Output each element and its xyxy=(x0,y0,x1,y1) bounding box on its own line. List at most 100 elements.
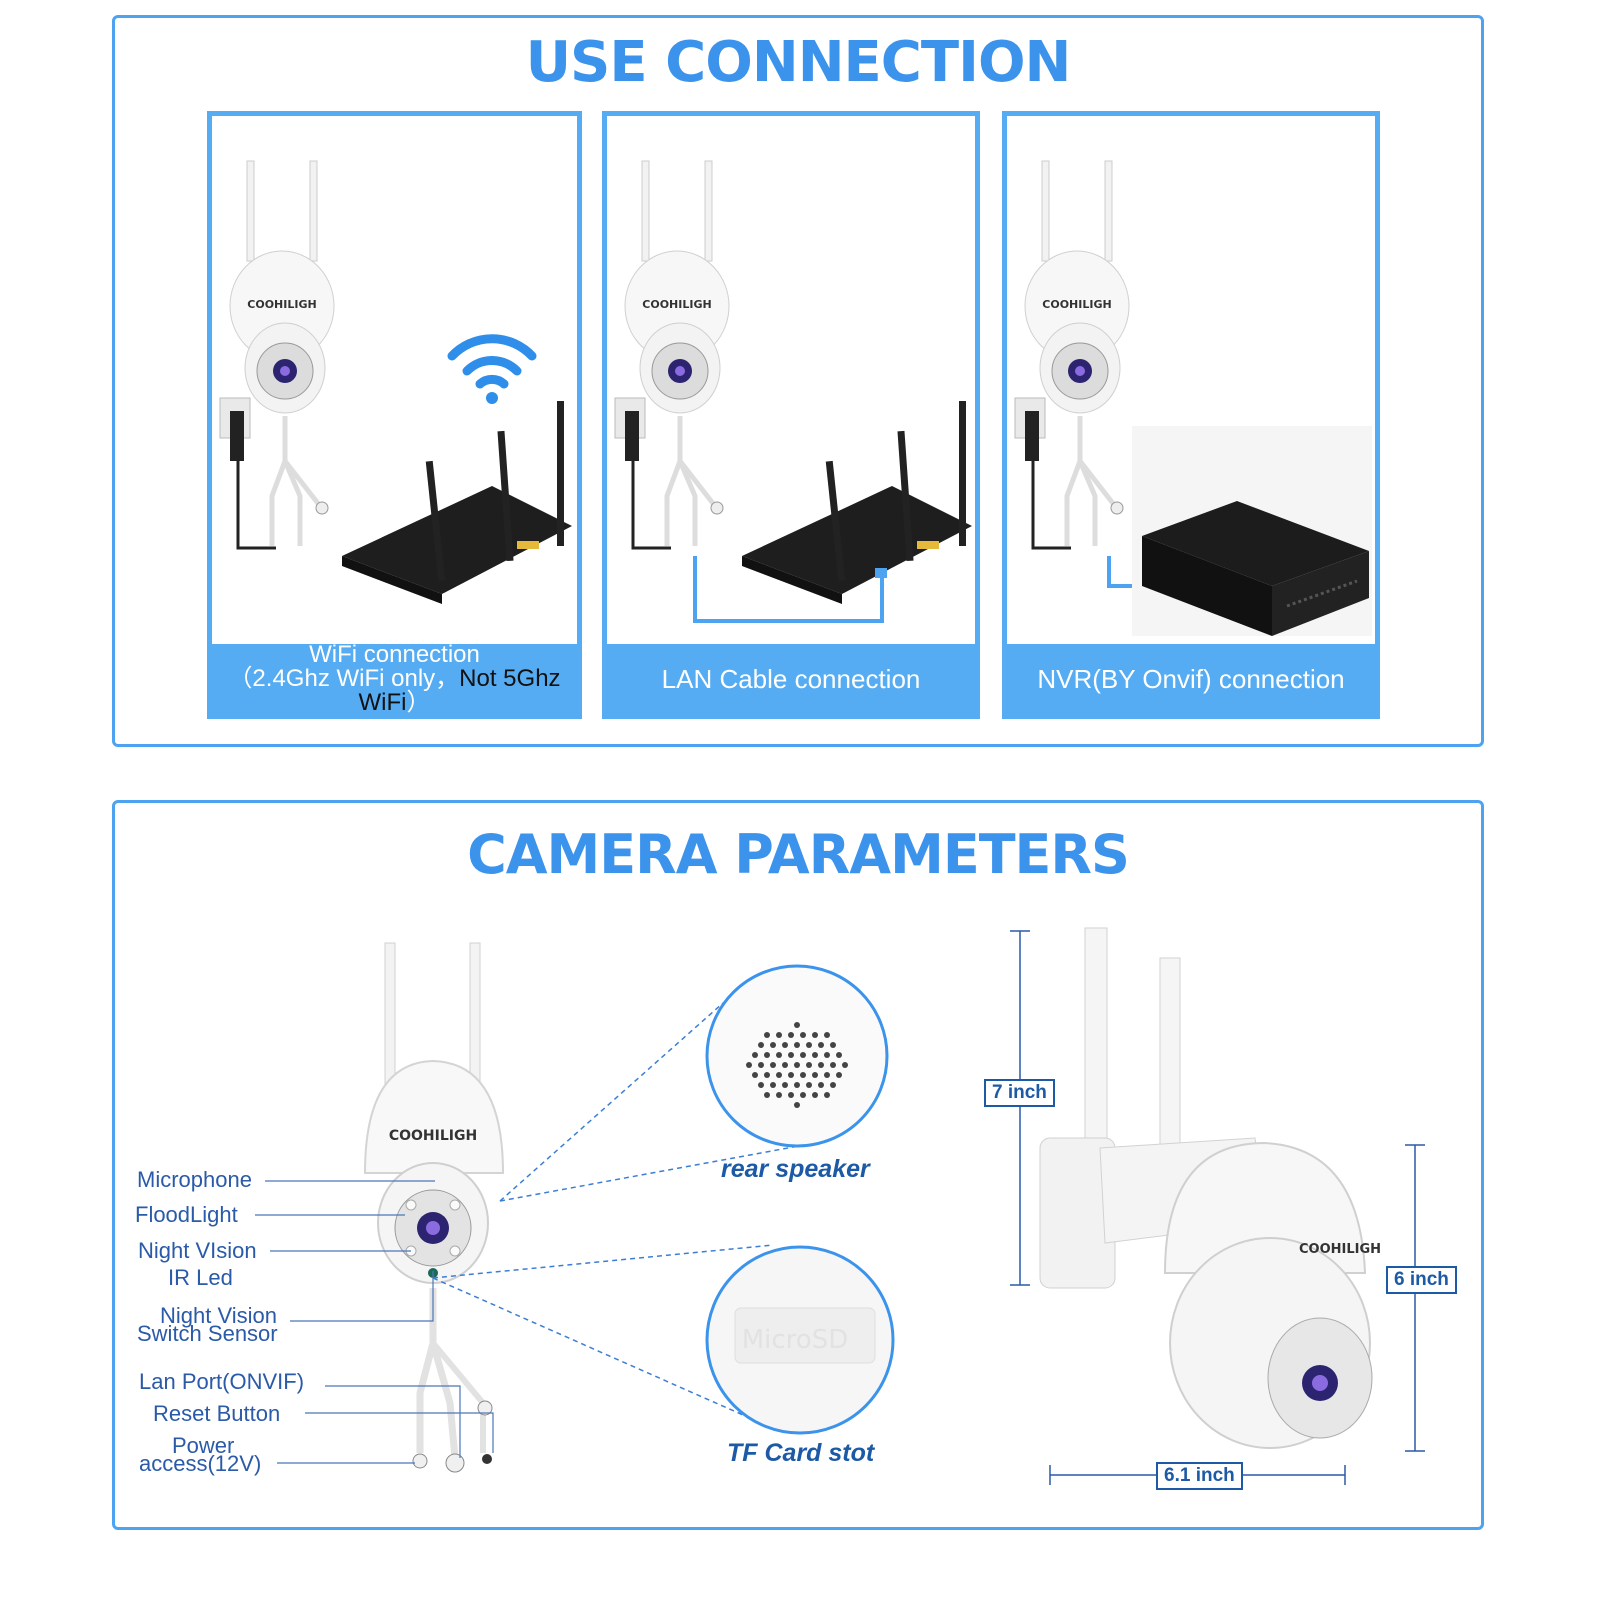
nvr-caption: NVR(BY Onvif) connection xyxy=(1007,644,1375,714)
use-connection-title: USE CONNECTION xyxy=(525,30,1072,95)
svg-text:MicroSD: MicroSD xyxy=(742,1325,849,1355)
wifi-caption-light: （2.4Ghz WiFi only， xyxy=(228,665,460,692)
speaker-hole xyxy=(794,1062,800,1068)
speaker-hole xyxy=(806,1042,812,1048)
rear-speaker-icon xyxy=(705,964,889,1148)
wifi-caption-line1: WiFi connection xyxy=(309,641,480,668)
speaker-hole xyxy=(824,1092,830,1098)
speaker-hole xyxy=(788,1092,794,1098)
speaker-hole xyxy=(764,1032,770,1038)
speaker-hole xyxy=(752,1072,758,1078)
camera-parameters-title: CAMERA PARAMETERS xyxy=(467,823,1130,886)
lan-scene: COOHILIGH xyxy=(614,160,972,623)
speaker-hole xyxy=(764,1052,770,1058)
camera-main-icon: COOHILIGH xyxy=(363,1059,505,1284)
nvr-connection-card: COOHILIGH NVR(BY Onvif) connection xyxy=(1002,111,1380,719)
speaker-hole xyxy=(764,1092,770,1098)
speaker-hole xyxy=(812,1052,818,1058)
label-microphone: Microphone xyxy=(137,1167,252,1192)
speaker-hole xyxy=(806,1062,812,1068)
camera-side-icon: COOHILIGH xyxy=(1039,927,1381,1449)
speaker-hole xyxy=(758,1082,764,1088)
speaker-hole xyxy=(764,1072,770,1078)
speaker-hole xyxy=(836,1072,842,1078)
speaker-hole xyxy=(770,1062,776,1068)
speaker-hole xyxy=(782,1062,788,1068)
speaker-hole xyxy=(794,1082,800,1088)
wifi-caption-dark: Not 5Ghz WiFi xyxy=(358,665,561,716)
lan-connection-card: COOHILIGH LAN Cable connection xyxy=(602,111,980,719)
lan-caption-text: LAN Cable connection xyxy=(661,664,921,694)
nvr-scene: COOHILIGH xyxy=(1014,160,1372,636)
speaker-hole xyxy=(812,1072,818,1078)
speaker-hole xyxy=(830,1042,836,1048)
wifi-caption-end: ） xyxy=(406,689,431,716)
nvr-box-icon xyxy=(1132,426,1372,636)
speaker-hole xyxy=(758,1042,764,1048)
speaker-hole xyxy=(776,1032,782,1038)
wifi-connection-card: COOHILIGH xyxy=(207,111,582,719)
speaker-hole xyxy=(824,1052,830,1058)
speaker-hole xyxy=(800,1072,806,1078)
speaker-hole xyxy=(806,1082,812,1088)
speaker-hole xyxy=(788,1052,794,1058)
speaker-hole xyxy=(794,1022,800,1028)
speaker-hole xyxy=(782,1082,788,1088)
tf-card-icon: MicroSD xyxy=(705,1245,895,1435)
speaker-hole xyxy=(770,1042,776,1048)
wifi-caption: WiFi connection （2.4Ghz WiFi only，Not 5G… xyxy=(212,641,577,715)
tf-card-label: TF Card stot xyxy=(727,1439,875,1467)
label-switch-sensor-2: Switch Sensor xyxy=(137,1321,278,1346)
speaker-hole xyxy=(776,1052,782,1058)
svg-text:COOHILIGH: COOHILIGH xyxy=(1299,1242,1381,1257)
router-icon xyxy=(742,401,972,604)
wifi-scene: COOHILIGH xyxy=(219,160,572,604)
use-connection-panel: USE CONNECTION COOHILIGH xyxy=(112,15,1484,747)
svg-text:COOHILIGH: COOHILIGH xyxy=(389,1128,477,1144)
svg-text:COOHILIGH: COOHILIGH xyxy=(642,298,711,311)
camera-icon: COOHILIGH xyxy=(229,160,335,414)
speaker-hole xyxy=(746,1062,752,1068)
speaker-hole xyxy=(758,1062,764,1068)
speaker-hole xyxy=(818,1042,824,1048)
dimension-height-label: 7 inch xyxy=(984,1079,1055,1107)
speaker-hole xyxy=(824,1032,830,1038)
camera-diagram: COOHILIGH xyxy=(255,927,1425,1485)
speaker-hole xyxy=(800,1092,806,1098)
speaker-hole xyxy=(818,1082,824,1088)
speaker-hole xyxy=(842,1062,848,1068)
camera-icon: COOHILIGH xyxy=(624,160,730,414)
label-night-vision-ir-1: Night VIsion xyxy=(138,1238,257,1263)
speaker-hole xyxy=(824,1072,830,1078)
wifi-caption-line2: （2.4Ghz WiFi only，Not 5Ghz WiFi） xyxy=(212,667,577,715)
speaker-hole xyxy=(782,1042,788,1048)
speaker-hole xyxy=(800,1032,806,1038)
speaker-hole xyxy=(752,1052,758,1058)
nvr-caption-text: NVR(BY Onvif) connection xyxy=(1037,664,1345,694)
label-reset-button: Reset Button xyxy=(153,1401,281,1426)
label-power-1: Power xyxy=(172,1433,235,1458)
lan-caption: LAN Cable connection xyxy=(607,644,975,714)
svg-text:COOHILIGH: COOHILIGH xyxy=(247,298,316,311)
speaker-hole xyxy=(812,1092,818,1098)
camera-parameters-panel: CAMERA PARAMETERS COOHILIGH xyxy=(112,800,1484,1530)
speaker-hole xyxy=(794,1102,800,1108)
label-lan-port: Lan Port(ONVIF) xyxy=(139,1369,305,1394)
speaker-hole xyxy=(830,1082,836,1088)
label-night-vision-ir-2: IR Led xyxy=(168,1265,233,1290)
label-power-2: access(12V) xyxy=(139,1451,262,1476)
camera-icon: COOHILIGH xyxy=(1024,160,1130,414)
speaker-hole xyxy=(818,1062,824,1068)
speaker-hole xyxy=(794,1042,800,1048)
speaker-hole xyxy=(788,1032,794,1038)
speaker-hole xyxy=(788,1072,794,1078)
speaker-hole xyxy=(776,1092,782,1098)
label-floodlight: FloodLight xyxy=(135,1202,238,1227)
speaker-hole xyxy=(836,1052,842,1058)
svg-text:COOHILIGH: COOHILIGH xyxy=(1042,298,1111,311)
speaker-hole xyxy=(800,1052,806,1058)
speaker-hole xyxy=(830,1062,836,1068)
speaker-hole xyxy=(776,1072,782,1078)
rear-speaker-label: rear speaker xyxy=(721,1155,870,1183)
wifi-icon xyxy=(447,334,537,404)
